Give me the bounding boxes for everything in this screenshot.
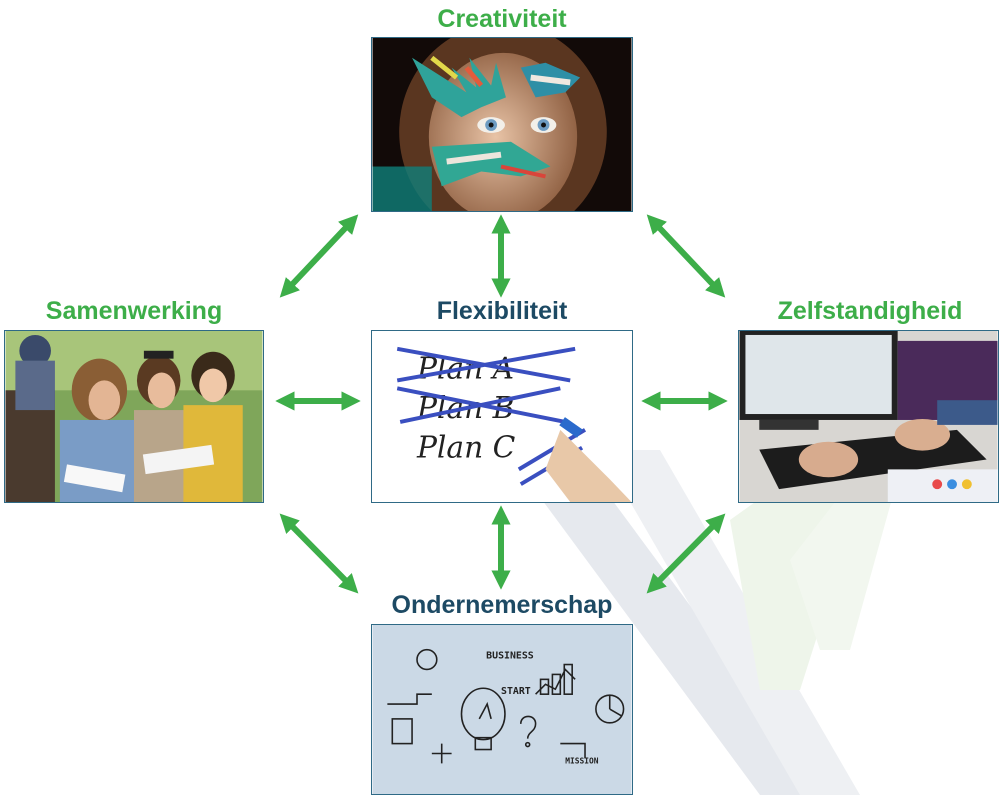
watermark-chevron-green-2 (790, 470, 900, 650)
plan-a-crossout (396, 346, 576, 383)
photo-creativiteit (371, 37, 633, 212)
plan-b-crossout (396, 386, 566, 424)
label-samenwerking: Samenwerking (45, 297, 223, 325)
label-ondernemerschap: Ondernemerschap (391, 591, 613, 619)
watermark-stripe-grey (520, 470, 830, 795)
label-flexibiliteit: Flexibiliteit (436, 297, 568, 325)
plan-a-b-c-whiteboard-photo: Plan A Plan B Plan C (372, 331, 632, 502)
label-zelfstandigheid: Zelfstandigheid (777, 297, 963, 325)
photo-zelfstandigheid (738, 330, 999, 503)
photo-ondernemerschap: BUSINESS START MISSION (371, 624, 633, 795)
doodle-mission-text: MISSION (565, 756, 599, 765)
photo-samenwerking (4, 330, 264, 503)
plan-c-text: Plan C (416, 430, 516, 465)
label-creativiteit: Creativiteit (437, 5, 567, 33)
photo-flexibiliteit: Plan A Plan B Plan C (371, 330, 633, 503)
doodle-start-text: START (501, 686, 531, 697)
doodle-business-text: BUSINESS (486, 651, 534, 662)
students-studying-photo (5, 331, 263, 502)
painted-hands-face-photo (372, 38, 632, 211)
typing-keyboard-photo (739, 331, 998, 502)
business-doodles-photo: BUSINESS START MISSION (372, 625, 632, 794)
